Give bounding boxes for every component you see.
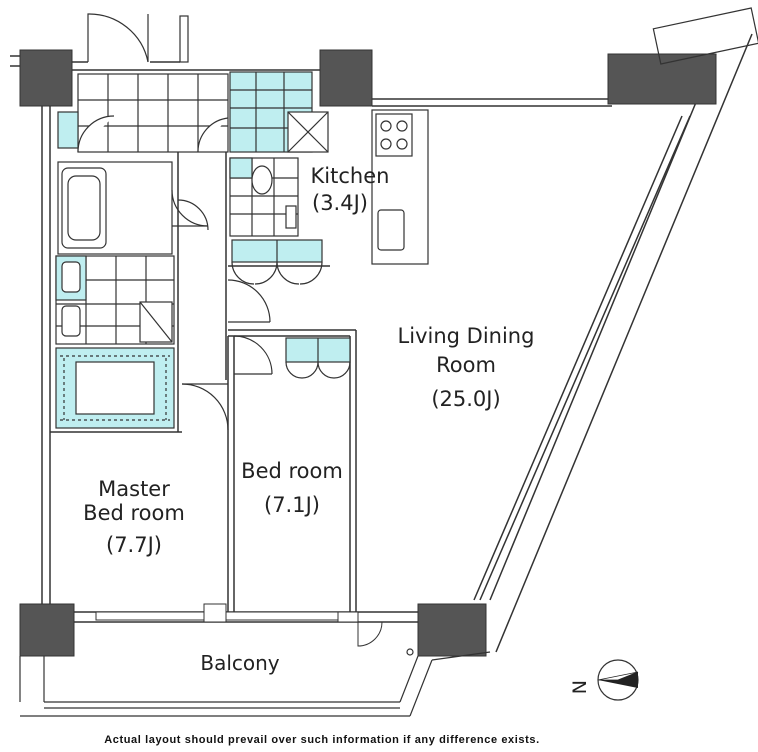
interior-doors bbox=[177, 199, 273, 431]
stove bbox=[375, 113, 413, 157]
walk-in-closet bbox=[55, 347, 175, 429]
kitchen-fixtures bbox=[287, 109, 429, 265]
bedroom-size: (7.1J) bbox=[264, 493, 320, 517]
column-top-middle bbox=[319, 49, 373, 107]
washroom bbox=[55, 255, 175, 345]
master-label-line2: Bed room bbox=[83, 501, 185, 525]
master-label-line1: Master bbox=[98, 477, 170, 501]
compass-icon bbox=[597, 659, 639, 701]
compass-north-label: N bbox=[569, 680, 591, 694]
balcony-label: Balcony bbox=[200, 651, 279, 675]
living-label-line2: Room bbox=[436, 353, 496, 377]
balcony-windows bbox=[95, 603, 383, 647]
column-top-right bbox=[607, 53, 717, 105]
kitchen-size: (3.4J) bbox=[312, 191, 368, 215]
interior-walls bbox=[50, 152, 357, 612]
bathroom bbox=[57, 161, 209, 255]
living-size: (25.0J) bbox=[431, 387, 500, 411]
column-top-left bbox=[19, 49, 73, 107]
bedroom-label: Bed room bbox=[241, 459, 343, 483]
linen-cupboard bbox=[231, 239, 323, 285]
storage-closet-top bbox=[77, 73, 229, 153]
shoe-cabinet bbox=[57, 111, 79, 149]
kitchen-label: Kitchen bbox=[311, 164, 390, 188]
column-bottom-left bbox=[19, 603, 75, 657]
structural-columns bbox=[19, 49, 717, 657]
kitchen-sink bbox=[377, 209, 405, 251]
bedroom-closet bbox=[285, 337, 351, 379]
column-bottom-right bbox=[417, 603, 487, 657]
living-label-line1: Living Dining bbox=[398, 324, 535, 348]
toilet-room bbox=[229, 157, 299, 237]
balcony-rail bbox=[19, 648, 491, 717]
disclaimer-text: Actual layout should prevail over such i… bbox=[104, 734, 540, 746]
master-size: (7.7J) bbox=[106, 533, 162, 557]
entrance-door bbox=[87, 13, 189, 63]
